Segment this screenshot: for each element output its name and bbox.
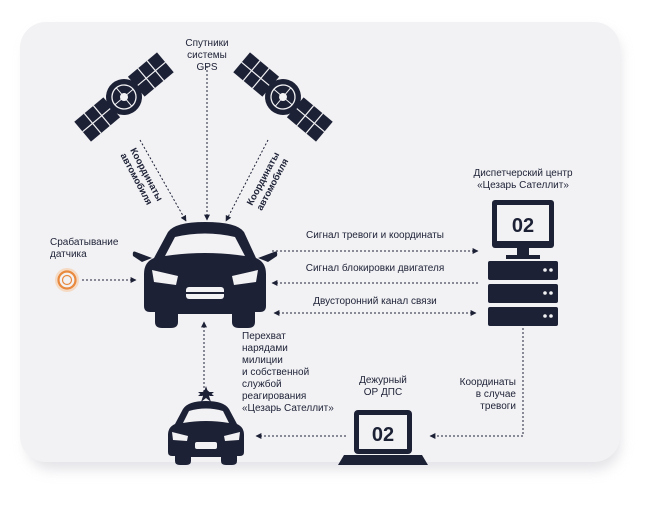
monitor-number: 02 [512, 215, 534, 237]
alarm-coords-line-1: Координаты [459, 377, 516, 388]
duty-officer-label: Дежурный ОР ДПС [345, 375, 421, 399]
laptop-icon: 02 [338, 410, 428, 465]
satellites-label-line-1: Спутники [185, 38, 229, 49]
duty-label-line-1: Дежурный [359, 375, 407, 386]
server-icon [488, 261, 558, 326]
sensor-label-line-1: Срабатывание [50, 237, 119, 248]
intercept-label-line-4: и собственной [242, 367, 310, 378]
dispatch-center-label: Диспетчерский центр «Цезарь Сателлит» [468, 168, 578, 192]
dispatch-label-line-2: «Цезарь Сателлит» [477, 180, 569, 191]
alarm-coordinates-label: Координаты в случае тревоги [440, 377, 516, 413]
satellites-label: Спутники системы GPS [157, 38, 257, 74]
sensor-icon [55, 268, 79, 292]
intercept-label-line-5: службой [242, 379, 282, 390]
dispatch-label-line-1: Диспетчерский центр [473, 168, 573, 179]
sensor-label: Срабатывание датчика [50, 237, 130, 261]
left-satellite-arrow [139, 139, 187, 222]
duty-label-line-2: ОР ДПС [363, 387, 403, 398]
background-card [20, 22, 620, 462]
alarm-coords-line-3: тревоги [480, 401, 516, 412]
satellites-label-line-3: GPS [196, 62, 218, 73]
right-satellite-arrow [225, 139, 269, 222]
alarm-coords-line-2: в случае [475, 389, 516, 400]
right-satellite-icon [233, 52, 333, 142]
satellites-label-line-2: системы [187, 50, 227, 61]
left-satellite-icon [74, 52, 174, 142]
car-icon [132, 222, 278, 328]
police-car-icon [168, 386, 244, 465]
intercept-label-line-6: реагирования [242, 391, 307, 402]
alarm-signal-label: Сигнал тревоги и координаты [306, 230, 444, 241]
intercept-label-line-7: «Цезарь Сателлит» [242, 403, 334, 414]
block-signal-label: Сигнал блокировки двигателя [305, 263, 445, 274]
intercept-label-line-1: Перехват [242, 331, 286, 342]
monitor-icon: 02 [492, 200, 554, 259]
laptop-number: 02 [372, 424, 394, 446]
dispatch-to-duty-arrow [429, 328, 524, 439]
intercept-label-line-3: милиции [242, 355, 283, 366]
intercept-label-line-2: нарядами [242, 343, 288, 354]
intercept-label: Перехват нарядами милиции и собственной … [242, 331, 352, 415]
duplex-channel-label: Двусторонний канал связи [313, 296, 437, 307]
sensor-label-line-2: датчика [50, 249, 87, 260]
